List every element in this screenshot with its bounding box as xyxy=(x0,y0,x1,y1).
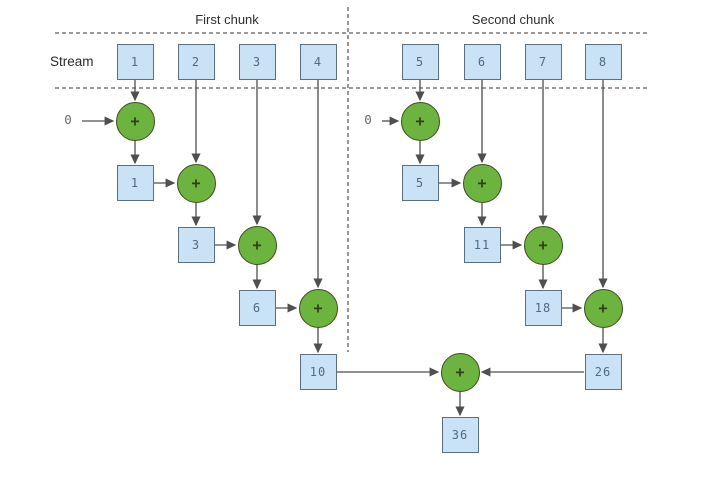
adder-node: + xyxy=(523,225,563,265)
stream-value-box: 1 xyxy=(116,44,154,80)
adder-node: + xyxy=(400,101,440,141)
partial-sum-box: 10 xyxy=(299,354,337,390)
second-chunk-title: Second chunk xyxy=(471,12,555,27)
stream-value-box: 3 xyxy=(238,44,276,80)
stream-value-box: 7 xyxy=(524,44,562,80)
partial-sum-box: 6 xyxy=(238,290,276,326)
partial-sum-box: 3 xyxy=(177,227,215,263)
stream-value-box: 4 xyxy=(299,44,337,80)
partial-sum-box: 5 xyxy=(401,165,439,201)
partial-sum-box: 11 xyxy=(463,227,501,263)
stream-value-box: 2 xyxy=(177,44,215,80)
adder-node: + xyxy=(583,288,623,328)
partial-sum-box: 18 xyxy=(524,290,562,326)
adder-node: + xyxy=(298,288,338,328)
adder-node: + xyxy=(176,163,216,203)
adder-node: + xyxy=(237,225,277,265)
partial-sum-box: 36 xyxy=(441,417,479,453)
stream-label: Stream xyxy=(50,54,94,69)
stream-value-box: 6 xyxy=(463,44,501,80)
adder-node: + xyxy=(440,352,480,392)
stream-value-box: 8 xyxy=(584,44,622,80)
adder-node: + xyxy=(115,101,155,141)
zero-input-label: 0 xyxy=(364,112,372,127)
zero-input-label: 0 xyxy=(64,112,72,127)
partial-sum-box: 1 xyxy=(116,165,154,201)
first-chunk-title: First chunk xyxy=(195,12,259,27)
partial-sum-box: 26 xyxy=(584,354,622,390)
adder-node: + xyxy=(462,163,502,203)
stream-value-box: 5 xyxy=(401,44,439,80)
